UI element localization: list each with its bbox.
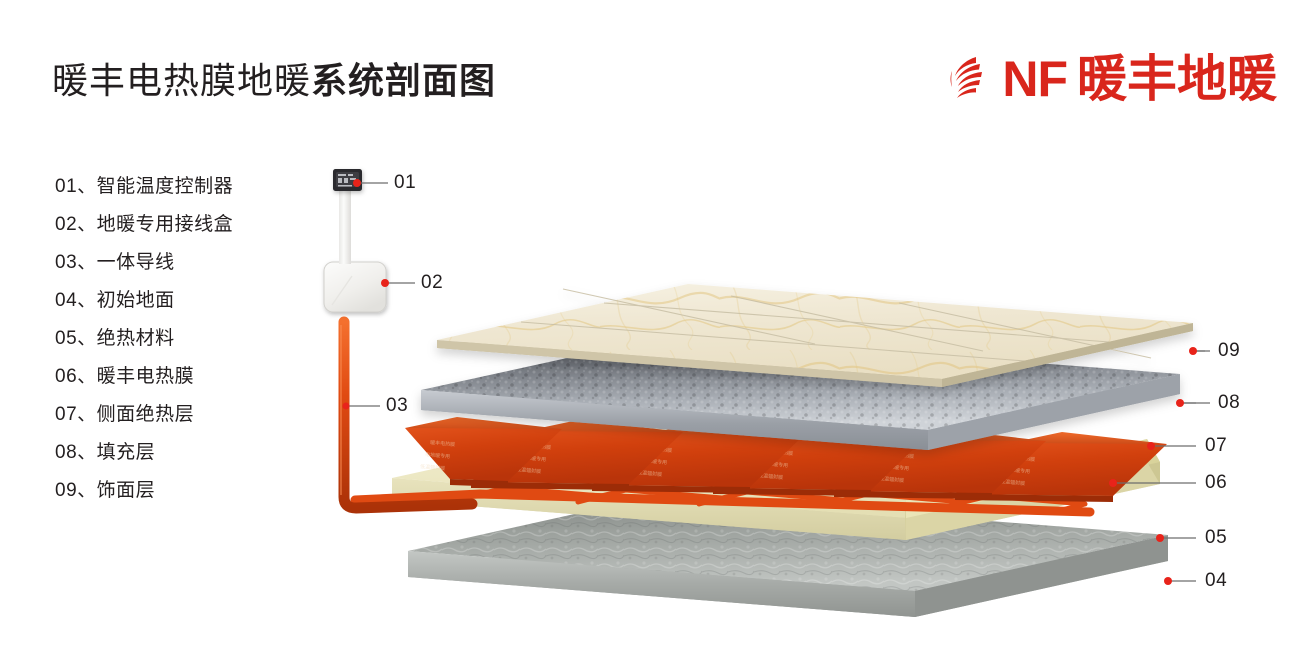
svg-text:低温辐射膜: 低温辐射膜 — [516, 466, 542, 475]
legend-label: 地暖专用接线盒 — [96, 214, 234, 235]
marker-04 — [1164, 577, 1172, 585]
heating-film-strip: 暖丰电热膜 电地暖专用 低温辐射膜 — [405, 417, 562, 487]
legend-separator: 、 — [77, 290, 97, 311]
legend-item-04: 04、初始地面 — [55, 282, 315, 320]
svg-text:电地暖专用: 电地暖专用 — [763, 460, 789, 469]
legend-label: 饰面层 — [96, 480, 156, 501]
legend-number: 06 — [55, 366, 78, 387]
page-title-bold: 系统剖面图 — [311, 60, 497, 101]
legend-item-06: 06、暖丰电热膜 — [55, 358, 315, 396]
callout-label-05: 05 — [1205, 527, 1228, 548]
logo-initials: NF — [1002, 51, 1068, 107]
legend-number: 09 — [55, 480, 78, 501]
legend-separator: 、 — [77, 442, 97, 463]
component-03-power-cable — [338, 316, 478, 514]
legend-item-09: 09、饰面层 — [55, 472, 315, 510]
callout-label-09: 09 — [1218, 340, 1241, 361]
legend-number: 05 — [55, 328, 78, 349]
marker-05 — [1156, 534, 1164, 542]
tile-grout-lines — [520, 288, 1152, 362]
svg-text:低温辐射膜: 低温辐射膜 — [879, 475, 905, 484]
legend-separator: 、 — [77, 328, 97, 349]
layer-04-base-floor — [408, 495, 1168, 617]
svg-text:电地暖专用: 电地暖专用 — [521, 454, 547, 463]
svg-text:电地暖专用: 电地暖专用 — [1005, 466, 1031, 475]
legend-item-07: 07、侧面绝热层 — [55, 396, 315, 434]
legend-number: 07 — [55, 404, 78, 425]
legend-item-01: 01、智能温度控制器 — [55, 168, 315, 206]
svg-text:电地暖专用: 电地暖专用 — [884, 463, 910, 472]
legend-separator: 、 — [77, 176, 97, 197]
legend-number: 08 — [55, 442, 78, 463]
callout-label-04: 04 — [1205, 570, 1228, 591]
legend-number: 03 — [55, 252, 78, 273]
marker-02 — [381, 279, 389, 287]
legend-number: 01 — [55, 176, 78, 197]
svg-text:电地暖专用: 电地暖专用 — [642, 457, 668, 466]
legend-label: 初始地面 — [96, 290, 175, 311]
flame-swoosh-icon — [950, 57, 983, 98]
svg-text:低温辐射膜: 低温辐射膜 — [637, 469, 663, 478]
legend-item-02: 02、地暖专用接线盒 — [55, 206, 315, 244]
svg-text:低温辐射膜: 低温辐射膜 — [420, 463, 446, 472]
layer-09-finish-tile — [437, 284, 1193, 387]
legend-separator: 、 — [77, 252, 97, 273]
brand-logo: NF 暖丰地暖 — [946, 48, 1277, 110]
legend-label: 绝热材料 — [96, 328, 175, 349]
callout-label-06: 06 — [1205, 472, 1228, 493]
logo-brand-name: 暖丰地暖 — [1077, 51, 1277, 107]
legend-number: 02 — [55, 214, 78, 235]
callout-label-03: 03 — [386, 395, 409, 416]
marker-09 — [1189, 347, 1197, 355]
callout-label-08: 08 — [1218, 392, 1241, 413]
legend-label: 暖丰电热膜 — [96, 366, 195, 387]
legend-label: 侧面绝热层 — [96, 404, 195, 425]
callout-label-01: 01 — [394, 172, 417, 193]
legend-separator: 、 — [77, 366, 97, 387]
legend-label: 填充层 — [96, 442, 156, 463]
marker-03 — [342, 402, 350, 410]
svg-text:低温辐射膜: 低温辐射膜 — [1000, 478, 1026, 487]
legend-item-08: 08、填充层 — [55, 434, 315, 472]
callout-markers — [342, 179, 1197, 585]
legend-label: 智能温度控制器 — [96, 176, 234, 197]
marker-07 — [1147, 442, 1155, 450]
legend-item-03: 03、一体导线 — [55, 244, 315, 282]
legend-list: 01、智能温度控制器 02、地暖专用接线盒 03、一体导线 04、初始地面 05… — [55, 168, 315, 510]
legend-separator: 、 — [77, 404, 97, 425]
marker-06 — [1109, 479, 1117, 487]
legend-separator: 、 — [77, 480, 97, 501]
svg-text:暖丰电热膜: 暖丰电热膜 — [430, 439, 456, 448]
legend-separator: 、 — [77, 214, 97, 235]
marker-01 — [353, 179, 361, 187]
svg-text:电地暖专用: 电地暖专用 — [425, 451, 451, 460]
component-02-junction-box — [323, 261, 387, 313]
component-01-thermostat — [333, 169, 362, 264]
legend-item-05: 05、绝热材料 — [55, 320, 315, 358]
callout-label-07: 07 — [1205, 435, 1228, 456]
callout-label-02: 02 — [421, 272, 444, 293]
legend-number: 04 — [55, 290, 78, 311]
svg-text:低温辐射膜: 低温辐射膜 — [758, 472, 784, 481]
legend-label: 一体导线 — [96, 252, 175, 273]
page-title: 暖丰电热膜地暖系统剖面图 — [52, 58, 496, 104]
marker-08 — [1176, 399, 1184, 407]
page-title-light: 暖丰电热膜地暖 — [52, 60, 312, 101]
